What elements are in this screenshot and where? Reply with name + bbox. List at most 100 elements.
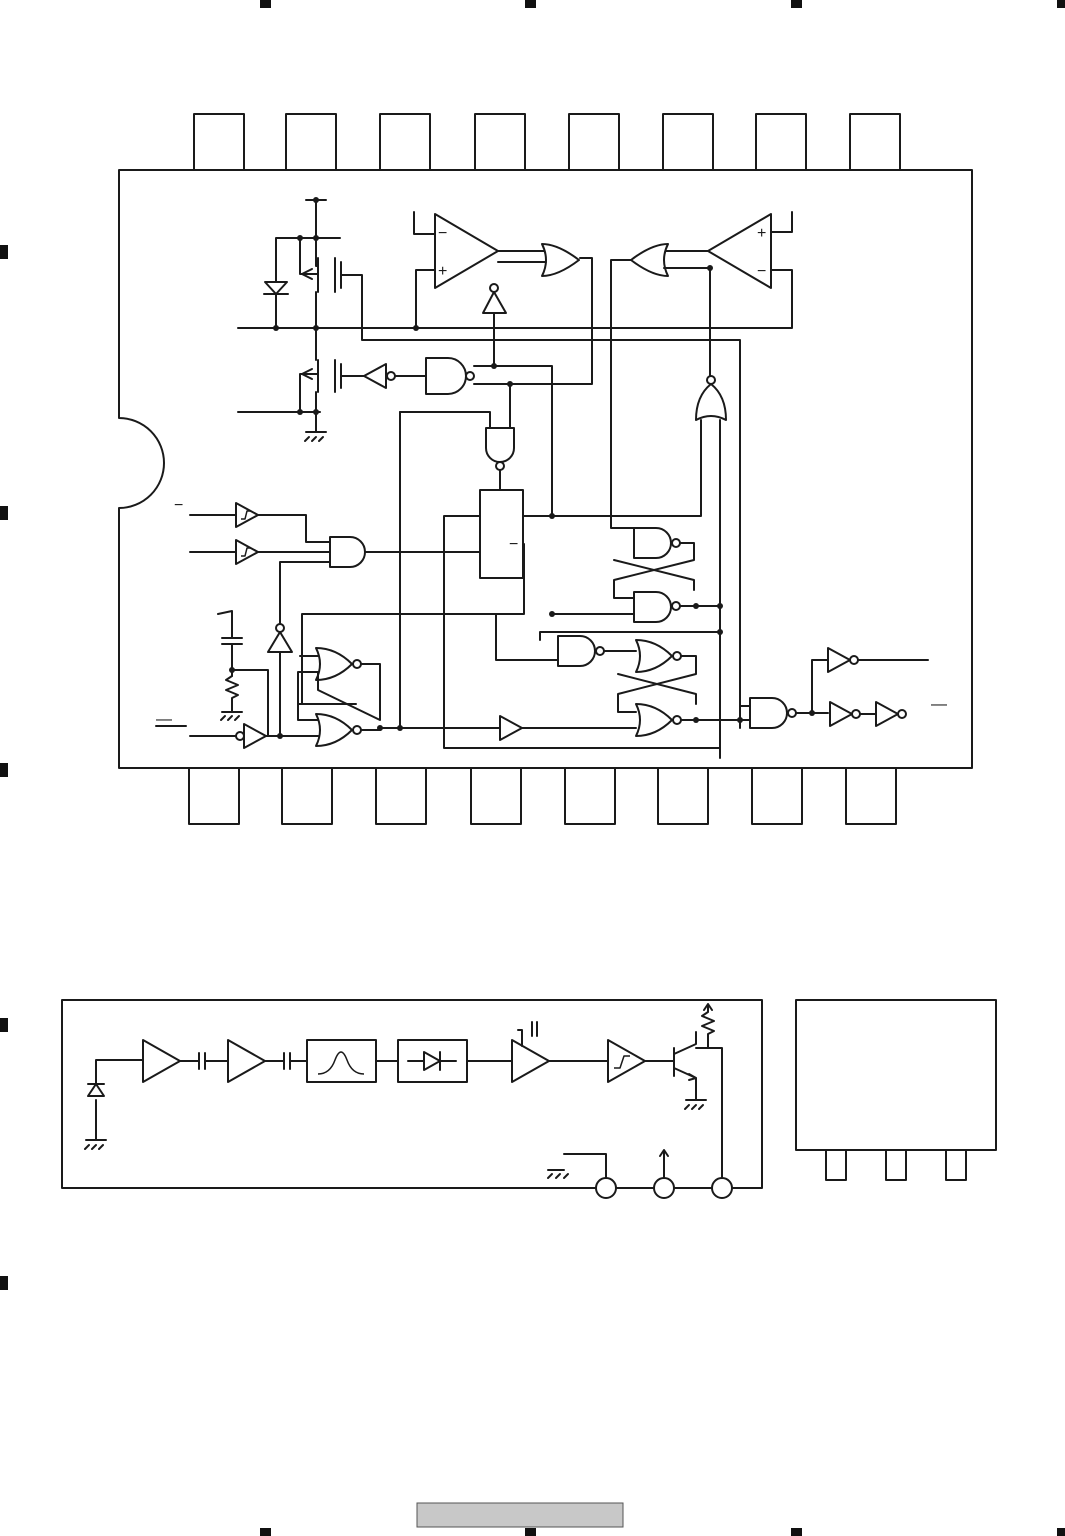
integrator-capacitor-icon — [518, 1022, 537, 1046]
crop-mark-top-4 — [1057, 0, 1065, 8]
ic-pin-top — [194, 114, 244, 170]
buffer-up-input-icon — [268, 632, 292, 652]
wire — [540, 606, 720, 640]
output-inverter-icon — [876, 702, 898, 726]
nmos-section — [238, 326, 320, 412]
schmitt-buffer-icon — [236, 540, 258, 564]
counter-block — [480, 490, 523, 578]
crop-mark-left-1 — [0, 245, 8, 259]
inverter-bubble — [387, 372, 395, 380]
inverter-bubble — [236, 732, 244, 740]
wire — [664, 268, 710, 376]
nand-bubble — [466, 372, 474, 380]
crop-mark-bottom-3 — [791, 1528, 802, 1536]
ic-pin-bottom — [282, 768, 332, 824]
resistor-icon — [221, 676, 242, 720]
ic-pin-top — [475, 114, 525, 170]
schmitt-trigger-icon — [608, 1040, 645, 1082]
nor-bubble — [673, 652, 681, 660]
sensor-outline — [62, 1000, 762, 1188]
nor-latch-upper-icon — [316, 648, 352, 680]
op-amp-left-minus: − — [438, 225, 447, 242]
input-overbar-left: — — [156, 711, 172, 728]
wire — [524, 420, 720, 758]
transistor-arrow-icon — [689, 1074, 696, 1080]
nand-bubble — [788, 709, 796, 717]
package-pin — [886, 1150, 906, 1180]
page-footer-bar — [417, 1503, 623, 1527]
nor-latch-lower-icon — [316, 714, 352, 746]
wire — [496, 614, 558, 660]
op-amp-right-plus: + — [757, 225, 766, 242]
or-gate-left-icon — [542, 244, 579, 276]
junction-dots — [229, 197, 815, 739]
counter-output-bar: − — [509, 536, 518, 553]
nand-gate-mid-icon — [558, 636, 595, 666]
band-pass-filter-block — [307, 1040, 376, 1082]
input-buffer-icon — [244, 724, 266, 748]
package-pin — [946, 1150, 966, 1180]
buffer-icon — [500, 716, 522, 740]
comparator-section: − + + − — [414, 212, 792, 758]
and-gate-down-icon — [486, 428, 514, 462]
crop-mark-top-1 — [260, 0, 271, 8]
ic-block-diagram: − + + − — [119, 114, 972, 824]
crop-mark-top-3 — [791, 0, 802, 8]
nand-output-icon — [750, 698, 787, 728]
and-bubble — [496, 462, 504, 470]
or-right-output — [611, 260, 634, 528]
op-amp-left-plus: + — [438, 263, 447, 280]
package-pin — [826, 1150, 846, 1180]
buffer-bubble — [276, 624, 284, 632]
or-gate-vertical-icon — [696, 384, 726, 420]
photodiode-icon — [88, 1084, 104, 1096]
ic-bottom-pins — [189, 768, 896, 824]
or-bubble — [707, 376, 715, 384]
package-body — [796, 1000, 996, 1150]
integrator-icon — [512, 1040, 549, 1082]
ground-icon — [685, 1100, 706, 1109]
crop-mark-left-3 — [0, 763, 8, 777]
ic-pin-top — [286, 114, 336, 170]
amplifier-icon — [228, 1040, 265, 1082]
inverter-icon — [364, 364, 386, 388]
crop-mark-bottom-2 — [525, 1528, 536, 1536]
ic-pin-bottom — [376, 768, 426, 824]
output-buffer-upper-icon — [828, 648, 850, 672]
ic-pin-top — [663, 114, 713, 170]
nand-bubble — [672, 539, 680, 547]
ic-pin-top — [850, 114, 900, 170]
ic-pin-bottom — [658, 768, 708, 824]
buffer-bubble — [852, 710, 860, 718]
terminal-out — [712, 1178, 732, 1198]
nor-bubble — [353, 726, 361, 734]
photodiode-wire — [96, 1060, 143, 1140]
schmitt-buffer-icon — [236, 503, 258, 527]
op-amp-right-minus: − — [757, 263, 766, 280]
rc-network — [218, 611, 268, 736]
output-wire — [708, 1048, 722, 1178]
nor-bubble — [673, 716, 681, 724]
nor-latch-right-upper-icon — [636, 640, 672, 672]
amplifier-icon — [143, 1040, 180, 1082]
op-amp-right-inputs — [771, 212, 792, 232]
or-gate-right-icon — [631, 244, 668, 276]
pmos-channel — [316, 238, 318, 326]
buffer-bubble — [850, 656, 858, 664]
nor-bubble — [353, 660, 361, 668]
input-wires — [190, 515, 236, 552]
nand-bubble — [596, 647, 604, 655]
nand-gate-icon — [426, 358, 466, 394]
crop-mark-bottom-4 — [1057, 1528, 1065, 1536]
ic-pin-bottom — [846, 768, 896, 824]
ic-top-pins — [194, 114, 900, 170]
wire — [400, 412, 490, 428]
and-gate-input-icon — [330, 537, 365, 567]
output-transistor-icon — [645, 1032, 696, 1100]
crop-mark-top-2 — [525, 0, 536, 8]
capacitor-icon — [180, 1053, 228, 1069]
sensor-package — [796, 1000, 996, 1180]
latch-cross-wires — [618, 656, 742, 720]
nand-latch-lower-icon — [634, 592, 671, 622]
ic-pin-bottom — [471, 768, 521, 824]
